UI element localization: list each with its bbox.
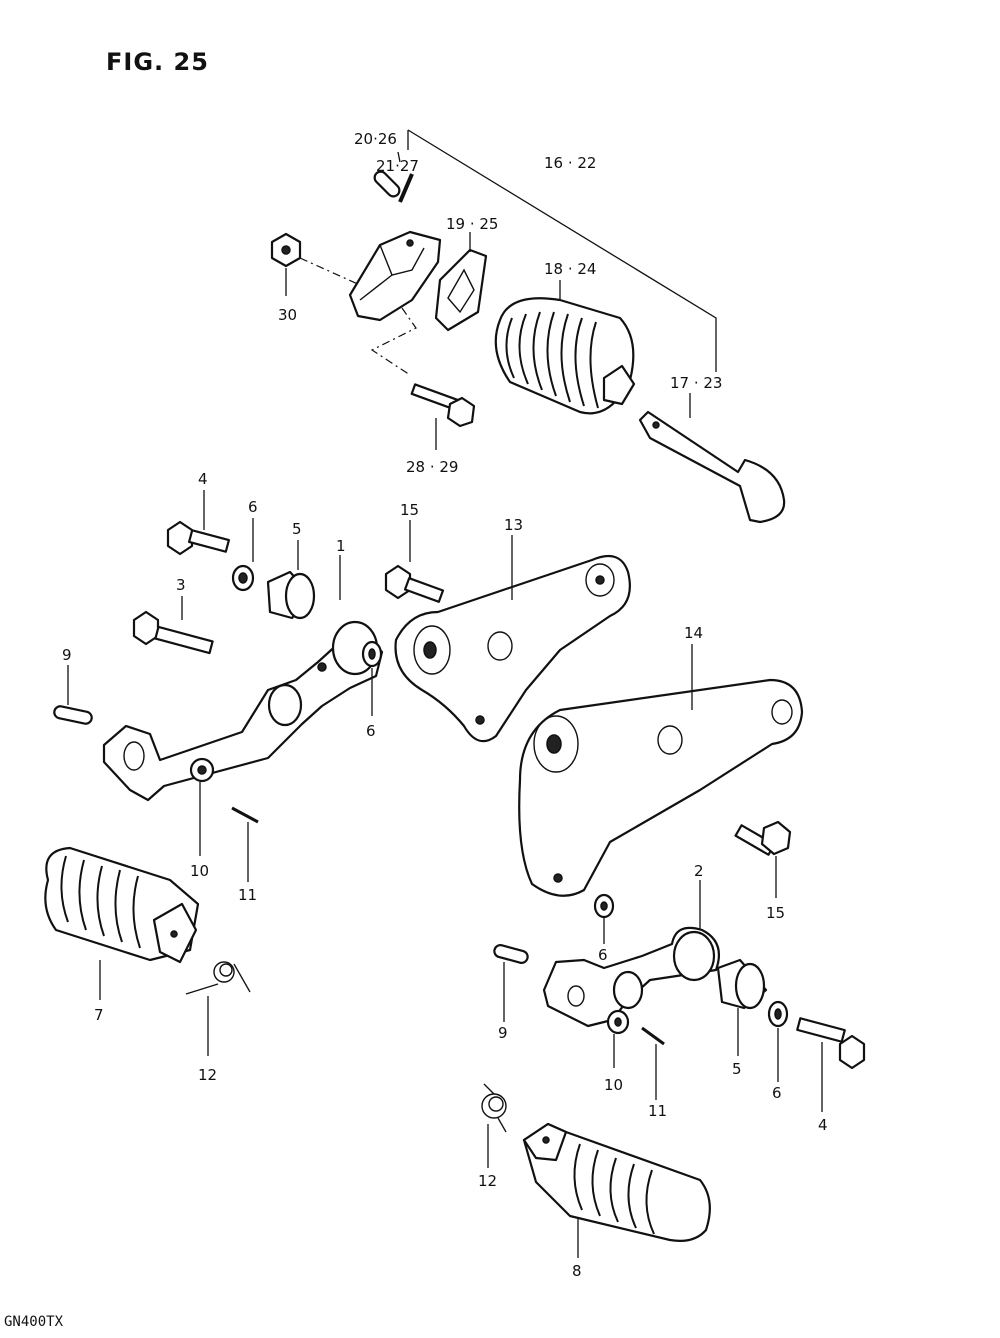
model-code: GN400TX xyxy=(4,1314,64,1330)
footrest-rubber xyxy=(494,297,636,415)
bolt-4 xyxy=(166,520,231,556)
callout-2: 2 xyxy=(694,862,704,880)
nut xyxy=(270,232,302,268)
washer xyxy=(189,757,215,783)
callout-5b: 5 xyxy=(732,1060,742,1078)
callout-21-27: 21·27 xyxy=(376,157,419,175)
callout-17-23: 17 · 23 xyxy=(670,374,722,392)
footpeg-rubber xyxy=(44,846,200,964)
callout-13: 13 xyxy=(504,516,523,534)
callout-10a: 10 xyxy=(190,862,209,880)
callout-9b: 9 xyxy=(498,1024,508,1042)
upper-footrest-assembly xyxy=(270,129,786,524)
callout-10b: 10 xyxy=(604,1076,623,1094)
callout-28-29: 28 · 29 xyxy=(406,458,458,476)
callout-11a: 11 xyxy=(238,886,257,904)
spring xyxy=(185,961,251,995)
footrest-bracket xyxy=(348,230,442,322)
brake-pedal-lever xyxy=(102,620,384,802)
left-footrest-assembly xyxy=(44,490,384,1056)
shift-lever xyxy=(542,926,720,1028)
bolt xyxy=(410,383,476,428)
callout-9a: 9 xyxy=(62,646,72,664)
footrest-arm xyxy=(638,410,786,524)
right-footrest-assembly xyxy=(481,880,866,1258)
washer xyxy=(361,640,383,668)
figure-title: FIG. 25 xyxy=(106,48,209,76)
callout-12b: 12 xyxy=(478,1172,497,1190)
callout-4b: 4 xyxy=(818,1116,828,1134)
callout-labels: 20·26 21·27 16 · 22 19 · 25 18 · 24 17 ·… xyxy=(62,130,828,1280)
callout-6d: 6 xyxy=(772,1084,782,1102)
callout-14: 14 xyxy=(684,624,703,642)
callout-16-22: 16 · 22 xyxy=(544,154,596,172)
collar xyxy=(266,570,316,620)
callout-11b: 11 xyxy=(648,1102,667,1120)
callout-6b: 6 xyxy=(366,722,376,740)
callout-12a: 12 xyxy=(198,1066,217,1084)
callout-19-25: 19 · 25 xyxy=(446,215,498,233)
bolt-3 xyxy=(132,610,214,655)
clevis-pin xyxy=(373,170,401,198)
washer xyxy=(231,564,255,592)
callout-1: 1 xyxy=(336,537,346,555)
callout-15b: 15 xyxy=(766,904,785,922)
callout-30: 30 xyxy=(278,306,297,324)
callout-8: 8 xyxy=(572,1262,582,1280)
callout-6c: 6 xyxy=(598,946,608,964)
callout-4a: 4 xyxy=(198,470,208,488)
footrest-plate-14 xyxy=(518,644,804,898)
callout-6a: 6 xyxy=(248,498,258,516)
callout-20-26: 20·26 xyxy=(354,130,397,148)
callout-7: 7 xyxy=(94,1006,104,1024)
callout-5a: 5 xyxy=(292,520,302,538)
footrest-plate-13 xyxy=(384,520,631,743)
callout-3: 3 xyxy=(176,576,186,594)
callout-15a: 15 xyxy=(400,501,419,519)
footpeg-rubber xyxy=(522,1122,711,1242)
callout-18-24: 18 · 24 xyxy=(544,260,596,278)
rubber-gasket xyxy=(434,248,488,332)
